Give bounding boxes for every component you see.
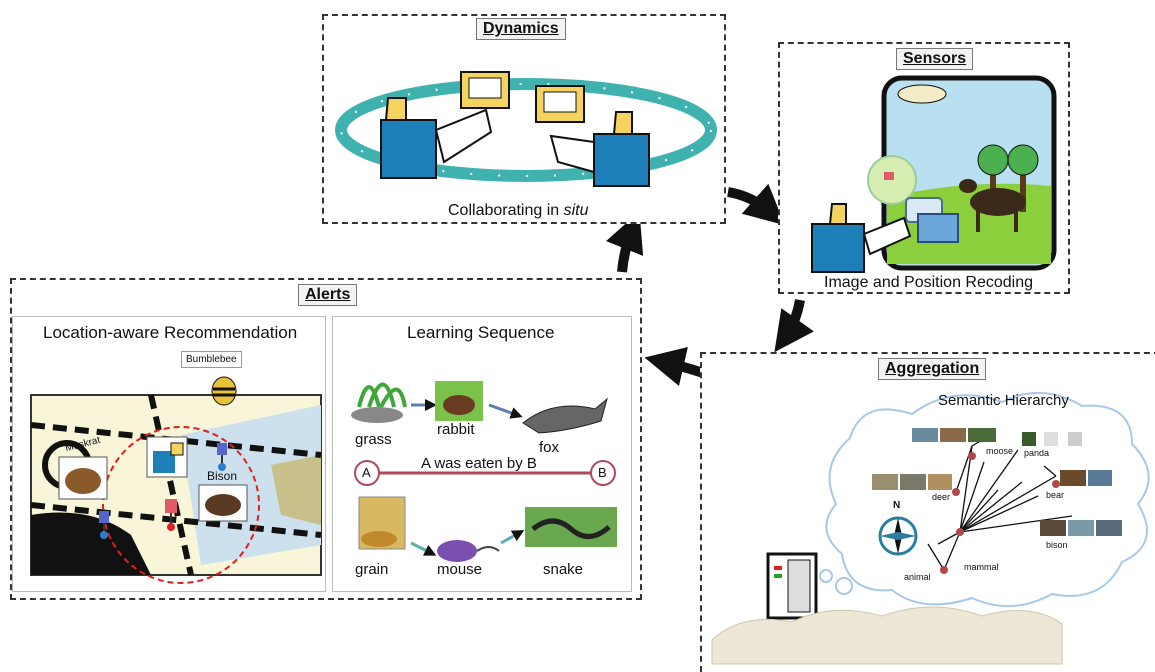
aggregation-illustration xyxy=(711,392,1150,665)
learning-illustrations xyxy=(351,381,617,562)
grass-icon xyxy=(351,382,407,423)
aggregation-panel: Aggregation xyxy=(700,352,1155,672)
snake-icon xyxy=(525,507,617,547)
label-rabbit: rabbit xyxy=(437,421,475,438)
arrow-dynamics-to-sensors xyxy=(727,183,785,226)
compass-icon xyxy=(878,516,918,556)
node-label-bear: bear xyxy=(1046,490,1065,500)
arrow-sensors-to-aggregation xyxy=(774,299,814,353)
bumblebee-icon xyxy=(211,376,237,406)
semantic-cloud xyxy=(825,392,1150,607)
fox-icon xyxy=(522,397,608,434)
location-recommendation-title: Location-aware Recommendation xyxy=(43,323,298,342)
bumblebee-tag: Bumblebee xyxy=(181,351,242,368)
dynamics-caption-text: Collaborating in xyxy=(448,202,564,219)
person-on-map-icon xyxy=(146,436,188,478)
sensor-scene-illustration xyxy=(811,75,1057,273)
map-globe-icon xyxy=(867,155,917,205)
aggregation-title: Aggregation xyxy=(878,358,987,380)
grain-icon xyxy=(358,496,406,550)
collaboration-illustration xyxy=(335,71,717,187)
alerts-panel: Alerts Location-aware Recommendation Bum… xyxy=(10,278,642,600)
sensors-title: Sensors xyxy=(896,48,974,70)
pin-muskrat-icon xyxy=(99,511,109,539)
semantic-hierarchy-title: Semantic Hierarchy xyxy=(938,392,1069,409)
sensors-panel: Sensors Image and Posi xyxy=(778,42,1070,294)
sensors-caption: Image and Position Recoding xyxy=(824,274,1034,291)
alerts-title: Alerts xyxy=(298,284,358,306)
arrow-alerts-to-dynamics xyxy=(606,211,644,273)
node-label-panda: panda xyxy=(1024,448,1050,458)
node-label-animal: animal xyxy=(904,572,931,582)
camera-icon xyxy=(905,197,959,243)
dynamics-caption: Collaborating in situ xyxy=(448,202,589,220)
person-left-icon xyxy=(380,97,493,179)
learning-sequence-box: Learning Sequence xyxy=(332,316,632,592)
rabbit-icon xyxy=(435,381,483,421)
dynamics-title: Dynamics xyxy=(476,18,566,40)
dynamics-panel: Dynamics Collaborating in situ xyxy=(322,14,726,224)
location-recommendation-box: Location-aware Recommendation Bumblebee … xyxy=(12,316,326,592)
node-label-bison: bison xyxy=(1046,540,1068,550)
person-right-icon xyxy=(549,111,650,187)
device-right-icon xyxy=(535,85,585,123)
label-fox: fox xyxy=(539,439,560,456)
device-left-icon xyxy=(460,71,510,109)
person-sensing-icon xyxy=(811,203,912,273)
relation-arrow xyxy=(354,460,616,486)
label-snake: snake xyxy=(543,561,584,578)
bison-tag: Bison xyxy=(207,469,238,483)
compass-letter: N xyxy=(893,500,901,511)
pin-user-icon xyxy=(165,499,177,531)
pin-bumblebee-icon xyxy=(217,443,227,471)
map-pins xyxy=(99,443,227,539)
label-grain: grain xyxy=(355,561,389,578)
label-mouse: mouse xyxy=(437,561,483,578)
dynamics-caption-italic: situ xyxy=(563,202,589,219)
label-grass: grass xyxy=(355,431,392,448)
server-icon xyxy=(766,552,818,620)
relation-a-label: A xyxy=(362,465,371,480)
relation-text: A was eaten by B xyxy=(421,455,537,472)
learning-sequence-title: Learning Sequence xyxy=(407,323,555,342)
base-cloud xyxy=(711,606,1063,665)
hierarchy-edges xyxy=(927,433,1073,571)
proximity-circle xyxy=(102,426,260,584)
moose-icon xyxy=(959,179,1026,232)
node-label-deer: deer xyxy=(932,492,951,502)
animal-thumbnails xyxy=(872,428,1122,536)
relation-b-label: B xyxy=(598,465,607,480)
node-label-moose: moose xyxy=(986,446,1014,456)
mouse-icon xyxy=(437,540,500,562)
muskrat-icon xyxy=(58,456,108,500)
bison-icon xyxy=(198,484,248,522)
node-label-mammal: mammal xyxy=(964,562,999,572)
